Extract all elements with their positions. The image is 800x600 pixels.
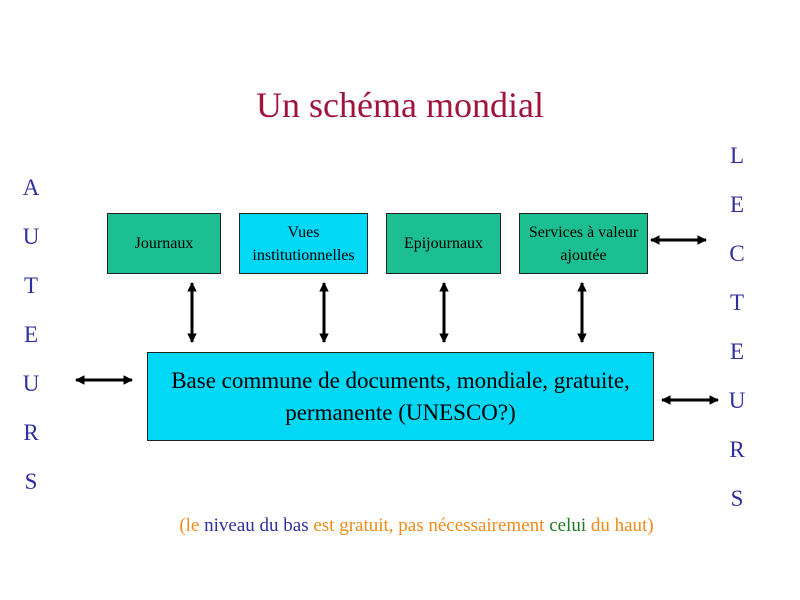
authors-letter: A — [22, 175, 40, 200]
readers-vertical-label: L E C T E U R S — [724, 142, 750, 534]
footnote-part: est gratuit, pas nécessairement — [313, 515, 550, 536]
box-journaux: Journaux — [107, 213, 221, 274]
box-services: Services à valeur ajoutée — [519, 213, 648, 274]
base-commune-box: Base commune de documents, mondiale, gra… — [147, 352, 654, 441]
footnote: (le niveau du bas est gratuit, pas néces… — [0, 515, 800, 537]
diagram-title: Un schéma mondial — [256, 85, 544, 125]
box-vues-institutionnelles: Vues institutionnelles — [239, 213, 368, 274]
box-services-label: Services à valeur ajoutée — [528, 223, 639, 264]
box-epijournaux-label: Epijournaux — [403, 235, 484, 252]
authors-letter: U — [22, 224, 40, 249]
footnote-part: du haut) — [590, 515, 654, 536]
footnote-part: niveau du bas — [204, 515, 314, 536]
authors-vertical-label: A U T E U R S — [18, 174, 44, 517]
readers-letter: T — [729, 290, 745, 315]
readers-letter: L — [729, 143, 745, 168]
footnote-part: celui — [549, 515, 591, 536]
authors-letter: T — [23, 273, 39, 298]
authors-letter: U — [22, 371, 40, 396]
authors-letter: E — [23, 322, 39, 347]
readers-letter: E — [729, 192, 745, 217]
box-epijournaux: Epijournaux — [386, 213, 501, 274]
readers-letter: C — [729, 241, 745, 266]
authors-letter: S — [24, 469, 38, 494]
box-journaux-label: Journaux — [134, 235, 194, 252]
readers-letter: U — [728, 388, 746, 413]
readers-letter: R — [729, 437, 745, 462]
box-vues-institutionnelles-label: Vues institutionnelles — [252, 223, 355, 264]
footnote-part: (le — [179, 515, 205, 536]
authors-letter: R — [23, 420, 39, 445]
readers-letter: S — [730, 486, 744, 511]
readers-letter: E — [729, 339, 745, 364]
base-commune-label: Base commune de documents, mondiale, gra… — [171, 367, 630, 425]
